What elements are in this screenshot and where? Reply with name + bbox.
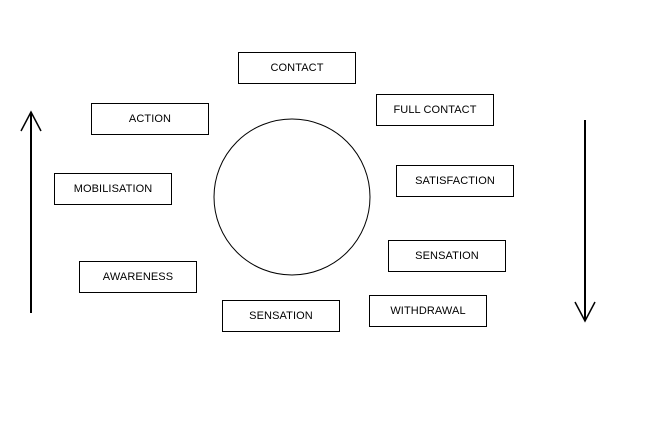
stage-box-satisfaction: SATISFACTION: [396, 165, 514, 197]
stage-label-sensation-bottom: SENSATION: [249, 310, 313, 322]
stage-label-sensation-right: SENSATION: [415, 250, 479, 262]
stage-box-withdrawal: WITHDRAWAL: [369, 295, 487, 327]
stage-label-mobilisation: MOBILISATION: [73, 183, 153, 195]
stage-box-action: ACTION: [91, 103, 209, 135]
stage-label-full-contact: FULL CONTACT: [393, 104, 477, 116]
stage-box-awareness: AWARENESS: [79, 261, 197, 293]
stage-box-mobilisation: MOBILISATION: [54, 173, 172, 205]
stage-box-sensation-bottom: SENSATION: [222, 300, 340, 332]
stage-label-withdrawal: WITHDRAWAL: [390, 305, 466, 317]
stage-label-action: ACTION: [128, 113, 172, 125]
stage-box-sensation-right: SENSATION: [388, 240, 506, 272]
center-circle: [213, 118, 371, 276]
stage-label-satisfaction: SATISFACTION: [415, 175, 495, 187]
up-arrow: [20, 110, 42, 313]
stage-box-contact: CONTACT: [238, 52, 356, 84]
stage-label-contact: CONTACT: [270, 62, 324, 74]
down-arrow: [574, 120, 596, 323]
stage-box-full-contact: FULL CONTACT: [376, 94, 494, 126]
stage-label-awareness: AWARENESS: [102, 271, 174, 283]
